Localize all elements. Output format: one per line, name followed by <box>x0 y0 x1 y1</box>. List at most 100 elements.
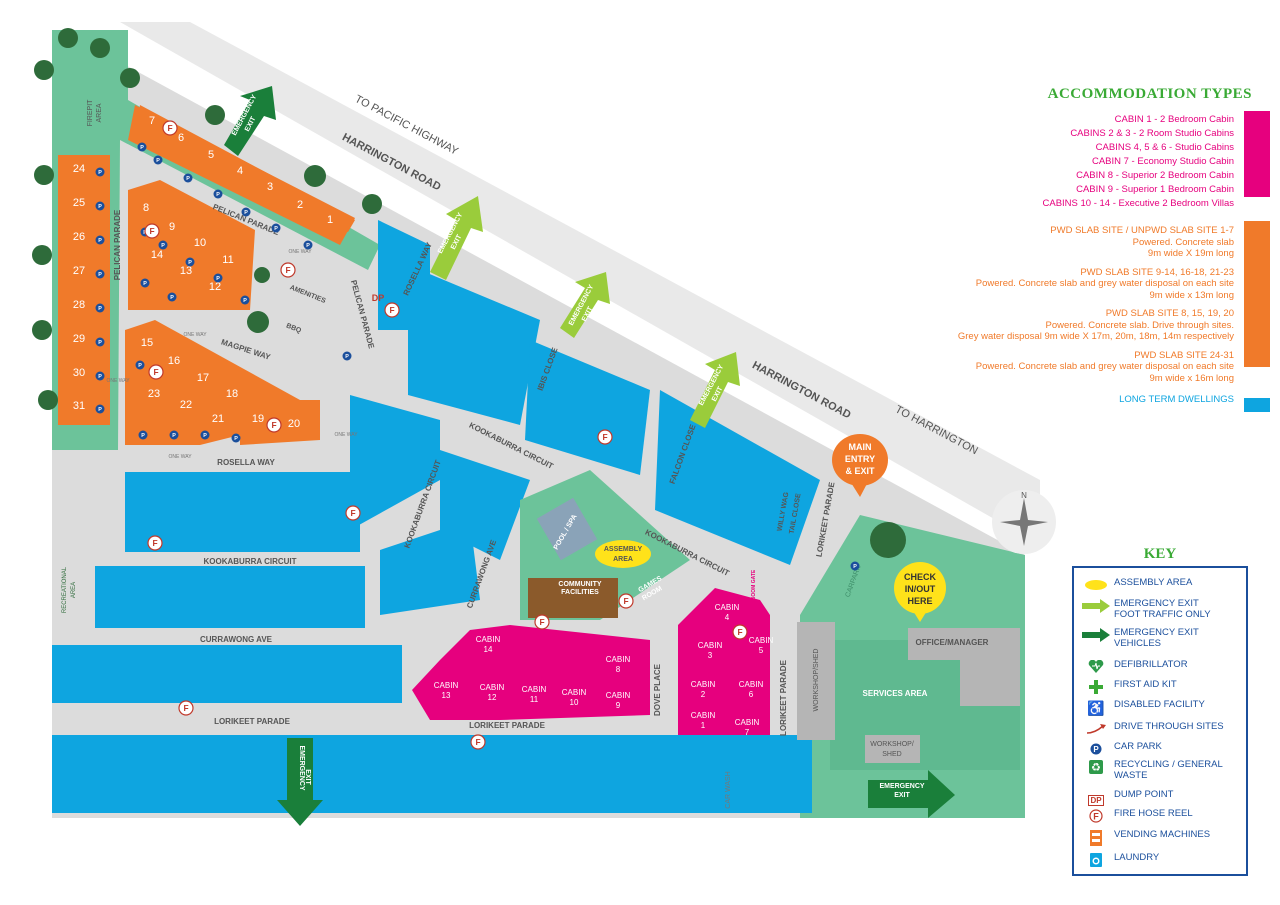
ltd-block-g <box>380 520 480 615</box>
slab-site-number: 9 <box>169 221 175 233</box>
key-label-line: DRIVE THROUGH SITES <box>1114 721 1224 732</box>
slab-group: PWD SLAB SITE 8, 15, 19, 20 Powered. Con… <box>900 308 1270 343</box>
assembly-area-marker[interactable] <box>595 540 651 568</box>
cabin-line: CABIN 8 - Superior 2 Bedroom Cabin <box>1076 170 1234 181</box>
cabin-word: CABIN <box>749 636 774 645</box>
cabin-number: 3 <box>708 651 713 660</box>
key-label: DISABLED FACILITY <box>1114 699 1205 711</box>
exit-label: EMERGENCY <box>298 745 305 790</box>
parking-icon <box>850 561 860 571</box>
area-label: AREA <box>613 556 633 563</box>
parking-icon <box>303 240 313 250</box>
area-label: SERVICES AREA <box>863 689 928 698</box>
cabin-number: 1 <box>701 721 706 730</box>
parking-icon-glyph: P <box>138 363 142 369</box>
office-building <box>908 628 1020 706</box>
cabin-blocks <box>412 588 770 745</box>
parking-icon <box>183 173 193 183</box>
parking-icon-glyph: P <box>141 433 145 439</box>
key-label-line: EMERGENCY EXIT <box>1114 598 1199 609</box>
pool-spa <box>536 497 598 561</box>
parking-icon <box>213 273 223 283</box>
slab-site-number: 24 <box>73 163 85 175</box>
exit-label: EXIT <box>894 792 910 799</box>
parking-icon-glyph: P <box>186 176 190 182</box>
road-label: PELICAN PARADE <box>113 209 122 280</box>
road-label: LORIKEET PARADE <box>469 721 546 730</box>
cabin-number: 7 <box>745 728 750 737</box>
ltd-line: LONG TERM DWELLINGS <box>1119 394 1234 405</box>
area-label: SHED <box>882 751 901 758</box>
slab-site-number: 10 <box>194 237 206 249</box>
slab-site-number: 30 <box>73 367 85 379</box>
slab-site-number: 28 <box>73 299 85 311</box>
cabin-block-west <box>412 625 650 720</box>
road-label: CURRAWONG AVE <box>200 635 273 644</box>
ltd-row-4 <box>52 735 812 813</box>
ltd-row-2 <box>95 566 365 628</box>
parking-icon-glyph: P <box>853 564 857 570</box>
cabin-line: CABIN 1 - 2 Bedroom Cabin <box>1114 114 1234 125</box>
exit-arrows <box>224 86 955 826</box>
slab-site-number: 22 <box>180 399 192 411</box>
main-entry-callout[interactable]: MAIN ENTRY & EXIT <box>832 434 888 497</box>
dump-point-icon: DP <box>1088 795 1104 806</box>
cabin-word: CABIN <box>698 641 723 650</box>
slab-detail: Powered. Concrete slab. Drive through si… <box>1045 319 1234 331</box>
slab-group: PWD SLAB SITE 9-14, 16-18, 21-23 Powered… <box>900 267 1270 302</box>
key-label: DRIVE THROUGH SITES <box>1114 721 1224 733</box>
key-label-line: DEFIBRILLATOR <box>1114 659 1188 670</box>
one-way-sign: ONE WAY <box>168 454 192 460</box>
cabin-line: CABINS 4, 5 & 6 - Studio Cabins <box>1095 142 1234 153</box>
cabin-number: 10 <box>570 698 579 707</box>
slab-site-number: 25 <box>73 197 85 209</box>
road-label: CAR WASH <box>725 771 732 808</box>
check-in-callout[interactable]: CHECK IN/OUT HERE <box>894 562 946 622</box>
area-label: WORKSHOP/SHED <box>813 648 820 711</box>
first-aid-icon <box>1082 680 1110 699</box>
parking-icon <box>138 430 148 440</box>
slab-heading: PWD SLAB SITE 24-31 <box>1134 349 1234 361</box>
parking-icon <box>241 207 251 217</box>
accommodation-slab-list: PWD SLAB SITE / UNPWD SLAB SITE 1-7 Powe… <box>900 221 1270 384</box>
cabin-word: CABIN <box>480 683 505 692</box>
cabin-word: CABIN <box>434 681 459 690</box>
key-label: CAR PARK <box>1114 741 1162 753</box>
key-label-line: VENDING MACHINES <box>1114 829 1211 840</box>
parking-icon <box>185 257 195 267</box>
slab-detail: 9m wide x 13m long <box>1149 289 1234 301</box>
check-in-1: CHECK <box>904 572 937 582</box>
slab-site-number: 3 <box>267 181 273 193</box>
parking-icon <box>213 189 223 199</box>
ltd-row-3 <box>52 645 402 703</box>
ltd-swatch <box>1244 398 1270 412</box>
cabin-number: 13 <box>442 691 451 700</box>
cabin-word: CABIN <box>522 685 547 694</box>
slab-site-number: 8 <box>143 202 149 214</box>
cabin-number: 5 <box>759 646 764 655</box>
slab-site-number: 23 <box>148 388 160 400</box>
trees <box>32 28 906 558</box>
slab-site-number: 6 <box>178 132 184 144</box>
parking-icon <box>169 430 179 440</box>
slab-site-number: 17 <box>197 372 209 384</box>
parking-icon-glyph: P <box>98 407 102 413</box>
workshop-shed-left <box>797 622 835 740</box>
one-way-sign: ONE WAY <box>334 432 358 438</box>
fire-hose-icon <box>178 700 194 716</box>
slab-heading: PWD SLAB SITE 8, 15, 19, 20 <box>1105 308 1234 319</box>
exit-label: EMERGENCY <box>879 783 924 790</box>
cabin-word: CABIN <box>562 688 587 697</box>
key-label: ASSEMBLY AREA <box>1114 577 1192 589</box>
slab-heading: PWD SLAB SITE 9-14, 16-18, 21-23 <box>1080 266 1234 278</box>
ltd-block-c <box>525 340 650 475</box>
area-label: RECREATIONAL <box>62 566 68 613</box>
key-label-line: RECYCLING / GENERAL <box>1114 759 1223 770</box>
key-label-line: DISABLED FACILITY <box>1114 699 1205 710</box>
car-park-icon: P <box>1082 742 1110 760</box>
fire-hose-icon <box>147 535 163 551</box>
key-label-line: DUMP POINT <box>1114 789 1174 800</box>
fire-hose-icon <box>384 302 400 318</box>
